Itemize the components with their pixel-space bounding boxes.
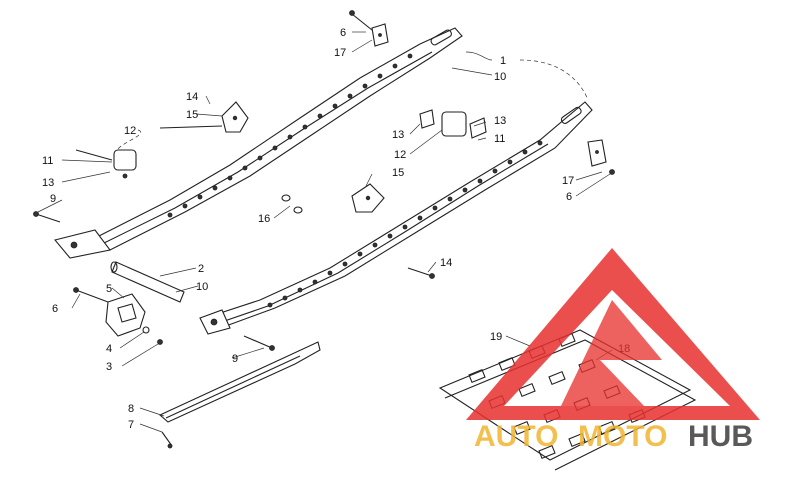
lower-slide-rail xyxy=(199,101,593,335)
callout-11-right: 11 xyxy=(494,133,505,145)
watermark-text-auto: AUTO xyxy=(474,420,558,453)
watermark-text-hub: HUB xyxy=(688,420,753,453)
callout-17-right: 17 xyxy=(562,175,574,187)
callout-17-upper: 17 xyxy=(334,47,346,59)
bolt-9-lower xyxy=(243,335,275,351)
upper-rear-bracket xyxy=(349,10,389,47)
callout-14-lower: 14 xyxy=(440,257,452,269)
callout-4: 4 xyxy=(106,343,112,355)
wear-strip-8 xyxy=(158,341,321,449)
callout-19: 19 xyxy=(490,331,502,343)
callout-9-left: 9 xyxy=(50,193,56,205)
callout-11-left: 11 xyxy=(42,155,53,167)
callout-8: 8 xyxy=(128,403,134,415)
callout-13-right: 13 xyxy=(494,115,506,127)
callout-9-lower: 9 xyxy=(232,353,238,365)
right-rear-bracket xyxy=(587,139,615,175)
mid-bracket-upper xyxy=(159,101,249,133)
callout-12-left: 12 xyxy=(124,125,136,137)
callout-13-left: 13 xyxy=(42,177,54,189)
callout-10-lower: 10 xyxy=(196,281,208,293)
bumper-block-left xyxy=(75,149,137,179)
callout-7: 7 xyxy=(128,419,134,431)
callout-6-right: 6 xyxy=(566,191,572,203)
callout-14-upper: 14 xyxy=(186,91,198,103)
callout-1: 1 xyxy=(500,55,506,67)
mid-bracket-lower xyxy=(351,183,385,213)
callout-15-lower: 15 xyxy=(392,167,404,179)
bumper-block-right xyxy=(419,109,487,139)
watermark-text-moto: MOTO xyxy=(578,420,667,453)
leader-lines xyxy=(37,31,613,433)
upper-slide-rail xyxy=(54,27,463,259)
watermark-logo: AUTO MOTO HUB xyxy=(466,248,760,453)
bolt-14-lower xyxy=(407,267,435,279)
callout-6-upper: 6 xyxy=(340,27,346,39)
callout-12-right: 12 xyxy=(394,149,406,161)
idler-wheel-5 xyxy=(73,287,163,345)
callout-10-upper: 10 xyxy=(494,71,506,83)
callout-2: 2 xyxy=(198,263,204,275)
callout-3: 3 xyxy=(106,361,112,373)
callout-6-left: 6 xyxy=(52,303,58,315)
callout-15-upper: 15 xyxy=(186,109,198,121)
watermark-triangle xyxy=(466,248,760,420)
callout-5: 5 xyxy=(106,283,112,295)
spacer-16 xyxy=(281,194,303,214)
callout-16: 16 xyxy=(258,213,270,225)
bolt-9-left xyxy=(33,211,61,223)
callout-13-mid: 13 xyxy=(392,129,404,141)
cross-shaft-2 xyxy=(110,261,185,303)
